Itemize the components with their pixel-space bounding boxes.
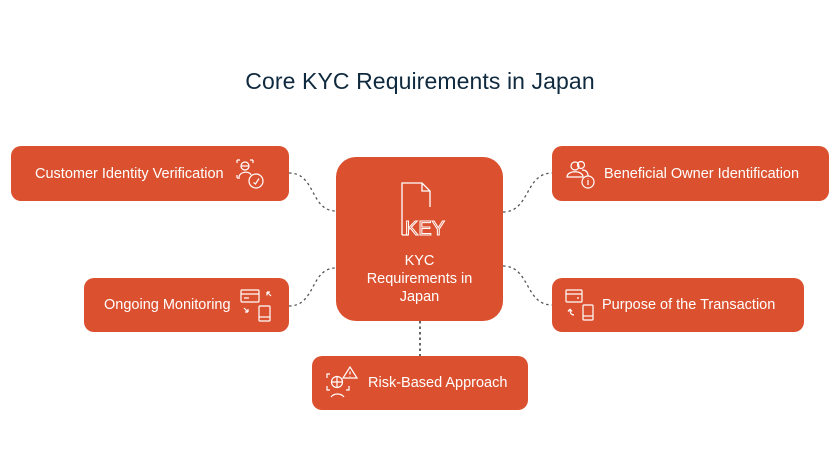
connector-beneficial-owner [502,172,553,213]
node-ongoing-monitoring[interactable]: Ongoing Monitoring [84,278,289,332]
connector-ongoing-monitoring [288,267,337,307]
central-label-line-1: KYC [404,253,435,269]
node-label: Risk-Based Approach [368,375,508,391]
node-purpose-of-the-transaction[interactable]: Purpose of the Transaction [552,278,804,332]
node-label: Beneficial Owner Identification [604,165,800,182]
users-info-icon [566,160,595,189]
connector-purpose-transaction [502,265,553,306]
risk-globe-warning-icon [326,365,359,398]
central-node-label: KYC Requirements in Japan [336,252,503,306]
node-label: Customer Identity Verification [35,165,224,182]
key-text: KEY [404,218,444,239]
face-verification-icon [235,158,264,189]
node-beneficial-owner-identification[interactable]: Beneficial Owner Identification [552,146,829,201]
page-title: Core KYC Requirements in Japan [245,68,595,94]
key-document-icon: KEY [400,182,445,241]
connector-customer-identity [288,172,337,212]
card-to-phone-icon [565,289,594,321]
central-label-line-2: Requirements in [366,271,473,287]
central-label-line-3: Japan [399,289,440,305]
node-risk-based-approach[interactable]: Risk-Based Approach [312,356,528,410]
central-node[interactable]: KEY KYC Requirements in Japan [336,157,503,321]
node-customer-identity-verification[interactable]: Customer Identity Verification [11,146,289,201]
card-phone-sync-icon [239,289,271,322]
node-label: Ongoing Monitoring [104,297,231,313]
node-label: Purpose of the Transaction [602,297,776,313]
